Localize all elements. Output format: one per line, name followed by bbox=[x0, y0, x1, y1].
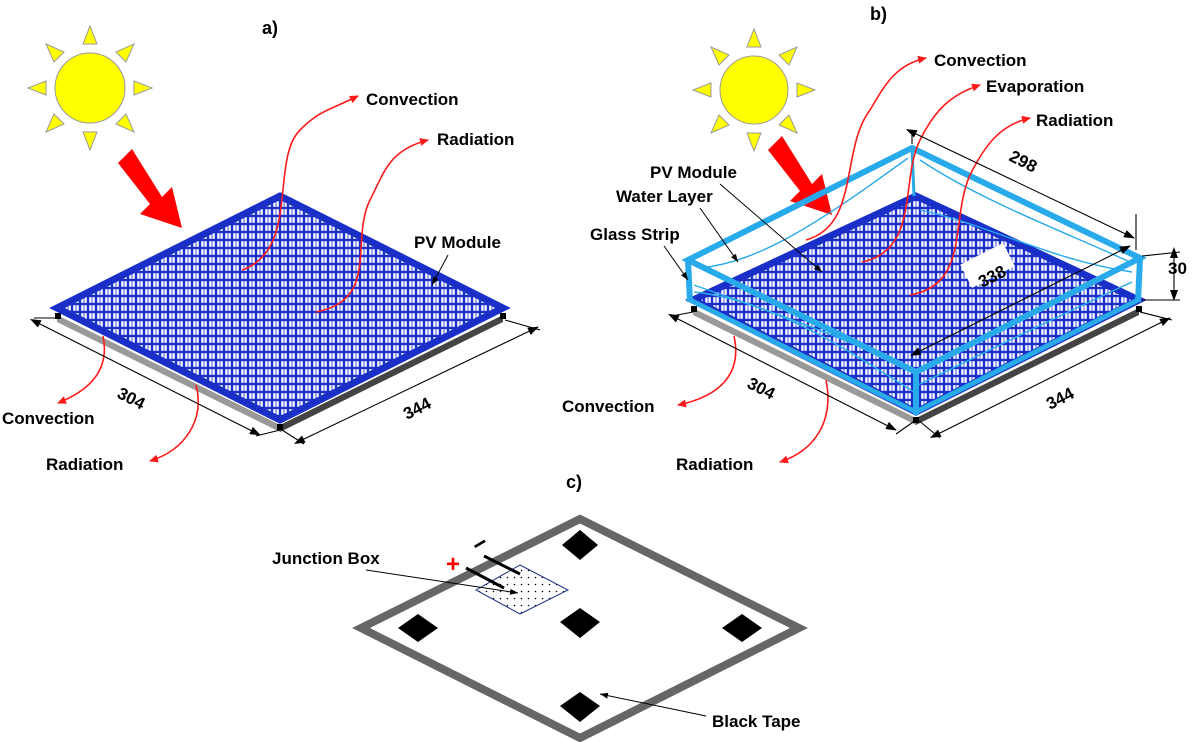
minus-sign: − bbox=[467, 529, 493, 559]
positive-lead bbox=[465, 566, 505, 590]
black-tape bbox=[562, 530, 598, 560]
panel-c: c) + − Junction Box Black Tape bbox=[272, 472, 808, 742]
panel-a: a) Convection Ra bbox=[2, 18, 541, 474]
convection-flux-a bbox=[241, 95, 359, 271]
panel-b-label: b) bbox=[870, 4, 887, 24]
convection-flux-b bbox=[805, 55, 927, 241]
glass-strip-label: Glass Strip bbox=[590, 225, 680, 244]
radiation-bottom-label-a: Radiation bbox=[46, 455, 123, 474]
convection-bottom-flux-a bbox=[57, 335, 106, 404]
black-tape bbox=[560, 608, 600, 638]
radiation-label-a: Radiation bbox=[437, 130, 514, 149]
evaporation-label-b: Evaporation bbox=[986, 77, 1084, 96]
pv-module-label-b: PV Module bbox=[650, 163, 737, 182]
radiation-bottom-flux-a bbox=[149, 384, 199, 463]
convection-bottom-flux-b bbox=[677, 335, 737, 408]
plus-sign: + bbox=[446, 551, 460, 578]
negative-lead bbox=[483, 554, 521, 576]
convection-bottom-label-b: Convection bbox=[562, 397, 655, 416]
dim-304-a: 304 bbox=[114, 384, 148, 414]
dim-line-344-a bbox=[293, 326, 539, 444]
convection-label-b: Convection bbox=[934, 51, 1027, 70]
water-layer-label: Water Layer bbox=[616, 187, 713, 206]
black-tape bbox=[560, 692, 600, 722]
dim-298: 298 bbox=[1006, 147, 1040, 177]
sun-icon bbox=[26, 24, 154, 152]
solar-arrow-icon bbox=[118, 149, 182, 228]
black-tape bbox=[722, 614, 762, 642]
dim-line-304-b bbox=[667, 313, 897, 431]
black-tape-label: Black Tape bbox=[712, 712, 801, 731]
radiation-bottom-label-b: Radiation bbox=[676, 455, 753, 474]
sun-icon bbox=[691, 27, 817, 153]
radiation-flux-a bbox=[315, 138, 429, 313]
panel-c-label: c) bbox=[566, 472, 582, 492]
convection-bottom-label-a: Convection bbox=[2, 409, 95, 428]
radiation-bottom-flux-b bbox=[779, 379, 829, 464]
panel-b: b) bbox=[562, 4, 1187, 474]
dim-line-298 bbox=[905, 129, 1135, 239]
dim-line-338 bbox=[909, 245, 1131, 357]
junction-box-label: Junction Box bbox=[272, 549, 380, 568]
panel-a-label: a) bbox=[262, 18, 278, 38]
dim-304-b: 304 bbox=[744, 374, 778, 404]
dim-344-a: 344 bbox=[400, 394, 434, 424]
pv-module-label-a: PV Module bbox=[414, 233, 501, 252]
black-tape bbox=[398, 614, 438, 642]
dim-line-344-b bbox=[929, 317, 1171, 439]
dim-30: 30 bbox=[1168, 259, 1187, 278]
dim-line-304-a bbox=[29, 318, 261, 436]
dim-344-b: 344 bbox=[1043, 384, 1077, 414]
radiation-label-b: Radiation bbox=[1036, 111, 1113, 130]
convection-label-a: Convection bbox=[366, 90, 459, 109]
